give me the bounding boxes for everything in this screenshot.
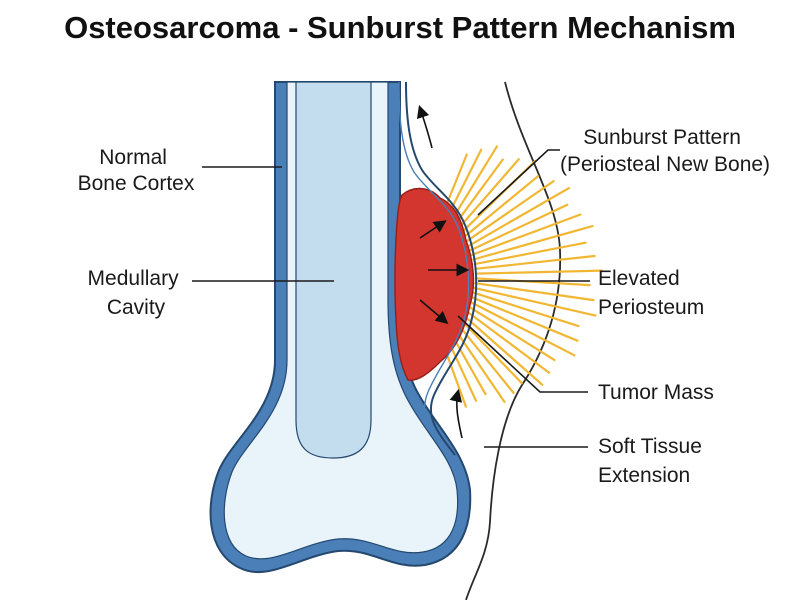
sunburst-spicule — [461, 307, 551, 374]
sunburst-spicule — [474, 269, 604, 275]
sunburst-spicule — [467, 299, 576, 357]
sunburst-spicule — [474, 282, 595, 302]
elevated-periosteum — [405, 81, 478, 456]
label-soft-tissue: Soft Tissue Extension — [598, 435, 708, 487]
leader-sunburst — [477, 149, 560, 216]
sunburst-spicule — [459, 175, 540, 241]
periosteum-arrow-upper — [416, 104, 433, 149]
tumor-arrow-upper — [419, 220, 447, 239]
sunburst-spicule — [465, 187, 571, 248]
sunburst-spicule — [474, 254, 596, 270]
periosteum-arrow-lower — [449, 388, 463, 439]
leader-tumor-mass — [457, 315, 588, 393]
label-sunburst: Sunburst Pattern (Periosteal New Bone) — [560, 126, 770, 176]
sunburst-spicule — [473, 241, 587, 266]
sunburst-spicule — [473, 286, 597, 317]
sunburst-spicule — [464, 303, 556, 362]
sunburst-spicule — [458, 310, 544, 386]
sunburst-spicule — [469, 295, 579, 342]
sunburst-spicule — [472, 225, 594, 261]
soft-tissue-outline — [465, 81, 562, 600]
sunburst-spicule — [471, 291, 580, 328]
sunburst-spicule — [470, 213, 582, 257]
label-normal-cortex: Normal Bone Cortex — [78, 146, 195, 195]
label-medullary-cavity: Medullary Cavity — [88, 267, 185, 319]
medullary-cavity — [295, 81, 372, 459]
tumor-mass — [394, 187, 475, 381]
diagram-title: Osteosarcoma - Sunburst Pattern Mechanis… — [64, 10, 736, 45]
sunburst-spicule — [462, 180, 555, 245]
tumor-arrow-lower — [419, 299, 449, 325]
label-tumor-mass: Tumor Mass — [598, 381, 714, 404]
label-elevated-periosteum: Elevated Periosteum — [598, 267, 704, 319]
sunburst-spicule — [468, 203, 569, 252]
sunburst-spicule — [454, 313, 523, 385]
